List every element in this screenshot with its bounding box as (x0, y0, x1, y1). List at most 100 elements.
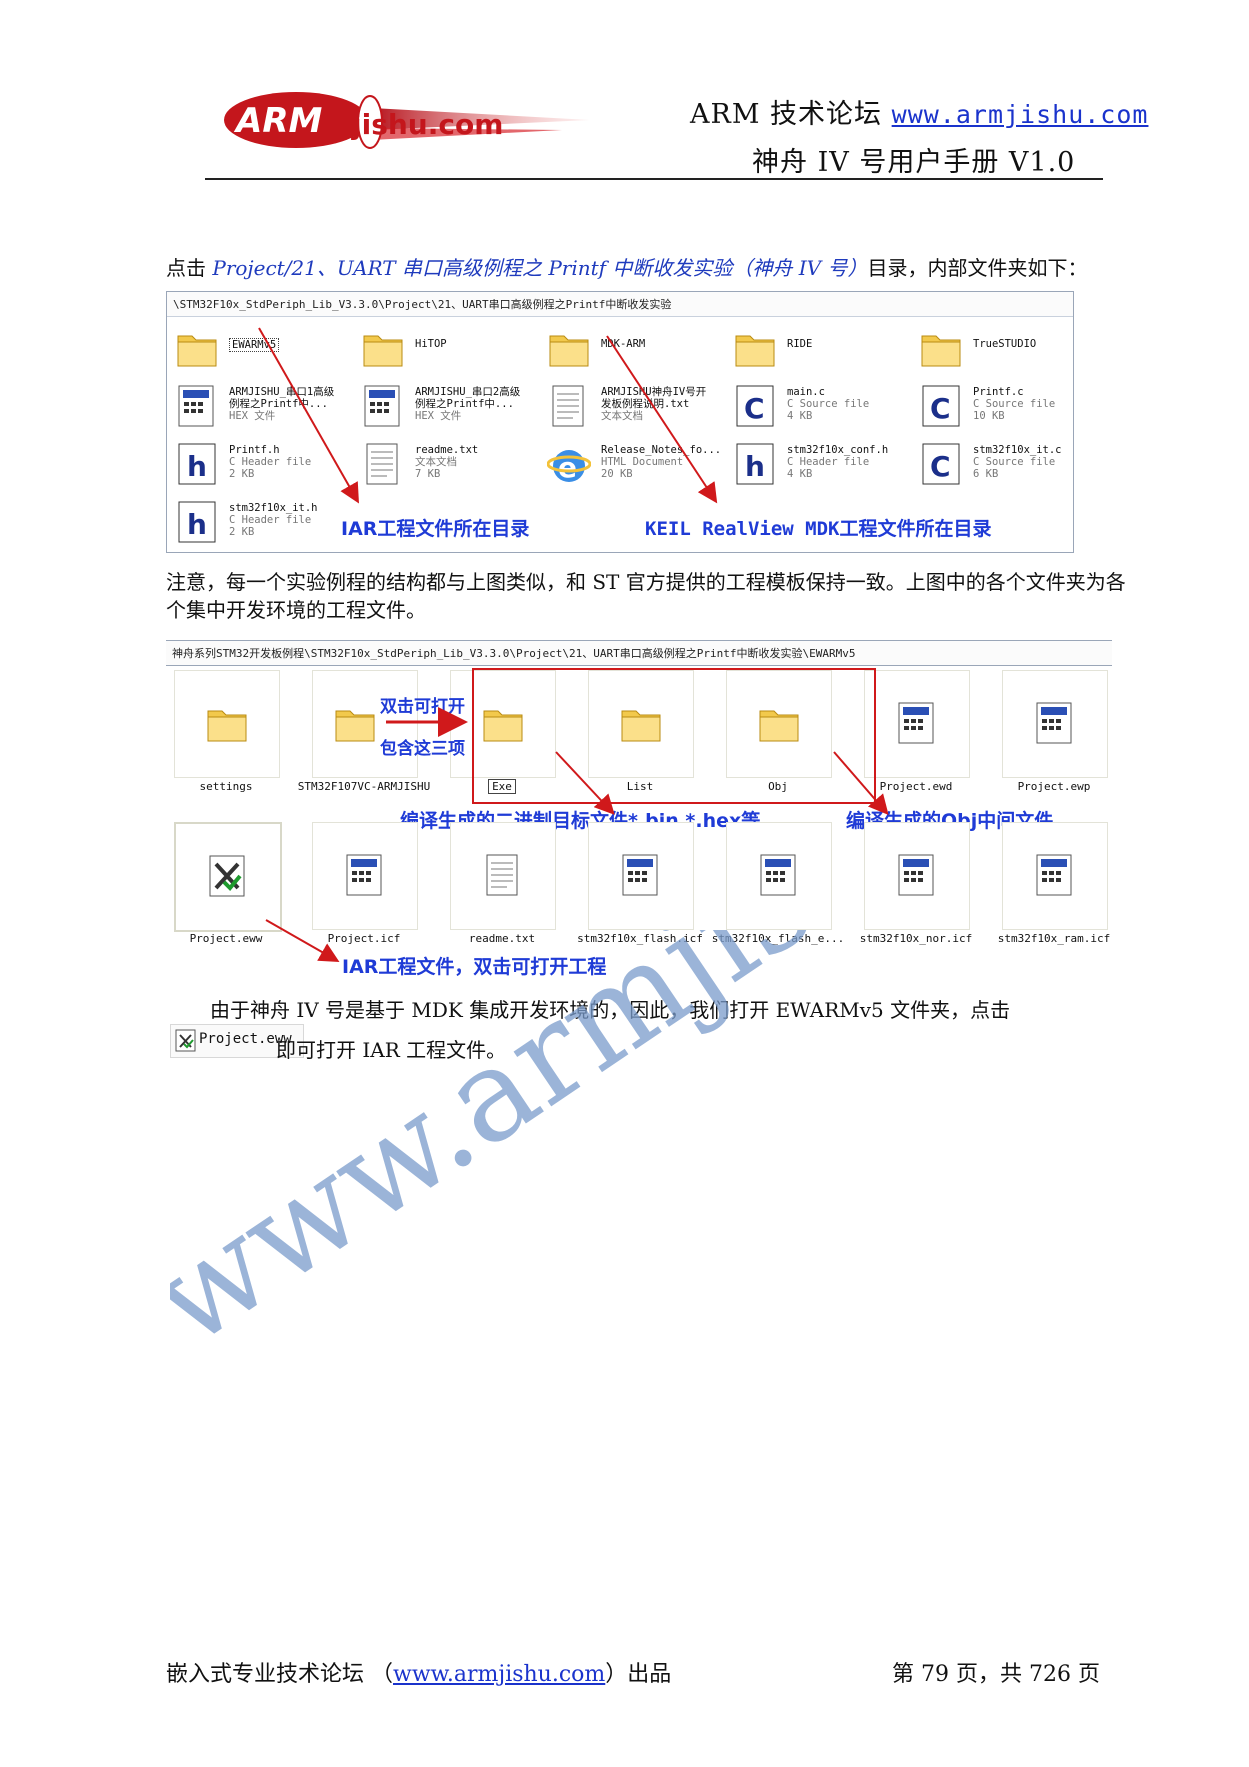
internet-explorer-icon: e (547, 450, 591, 484)
watermark-text: www.armjishu.com (170, 930, 1170, 1350)
c-header-icon: h (736, 443, 774, 485)
folder-item[interactable]: RIDE (733, 324, 913, 378)
folder-item[interactable]: TrueSTUDIO (919, 324, 1099, 378)
inline-project-file[interactable]: Project.eww (170, 1024, 304, 1058)
arrows-layer (258, 327, 718, 504)
file-tile[interactable] (726, 822, 832, 930)
tile-label: settings (199, 780, 253, 793)
tile-label: Exe (432, 779, 572, 794)
folder-tile[interactable] (312, 670, 418, 778)
footer-left-prefix: 嵌入式专业技术论坛 （ (166, 1662, 393, 1687)
icf-file-icon (760, 854, 796, 896)
text-file-icon (552, 385, 584, 427)
svg-text:ARM: ARM (233, 101, 322, 141)
folder-tile[interactable] (174, 670, 280, 778)
inline-file-label: Project.eww (199, 1031, 292, 1047)
folder-icon (177, 335, 217, 367)
watermark: www.armjishu.com (170, 930, 1170, 1350)
armjishu-logo: ARM jishu.com (222, 90, 592, 154)
icf-file-icon (898, 854, 934, 896)
arrows-layer (265, 707, 889, 962)
folder-icon (207, 710, 247, 742)
annotation-keil-dir: KEIL RealView MDK工程文件所在目录 (645, 518, 992, 540)
file-tile[interactable] (864, 670, 970, 778)
folder-tile[interactable] (588, 670, 694, 778)
tile-label: stm32f10x_ram.icf (997, 932, 1111, 945)
icf-file-icon (1036, 854, 1072, 896)
file-tile[interactable] (450, 822, 556, 930)
tile-label: readme.txt (468, 932, 536, 945)
file-tile[interactable] (1002, 822, 1108, 930)
iar-project-icon (209, 855, 245, 897)
highlight-box (472, 668, 876, 804)
file-tile[interactable] (312, 822, 418, 930)
file-tile-selected[interactable] (174, 822, 282, 932)
folder-icon (363, 335, 403, 367)
svg-text:C: C (930, 450, 951, 483)
intro-path: Project/21、UART 串口高级例程之 Printf 中断收发实验（神舟… (212, 256, 868, 280)
arrow-to-obj (833, 751, 889, 816)
svg-text:jishu.com: jishu.com (351, 108, 503, 141)
file-tile[interactable] (864, 822, 970, 930)
folder-icon (483, 710, 523, 742)
tile-label: stm32f10x_nor.icf (859, 932, 973, 945)
folder-icon (921, 335, 961, 367)
explorer-screenshot-project: \STM32F10x_StdPeriph_Lib_V3.3.0\Project\… (166, 291, 1074, 553)
file-tile[interactable] (588, 822, 694, 930)
folder-tile[interactable] (726, 670, 832, 778)
file-tile[interactable] (1002, 670, 1108, 778)
file-text: ARMJISHU_串口2高级例程之Printf中...HEX 文件 (415, 386, 521, 422)
folder-item[interactable]: EWARMv5 (175, 324, 355, 378)
tile-label: Project.ewp (1017, 780, 1091, 793)
annotation-iar-project: IAR工程文件，双击可打开工程 (342, 956, 607, 978)
header-site-link[interactable]: www.armjishu.com (891, 100, 1149, 129)
arrow-to-keil-dir (606, 335, 718, 504)
annotation-contains: 包含这三项 (380, 739, 465, 759)
file-item[interactable]: ARMJISHU_串口2高级例程之Printf中...HEX 文件 (361, 382, 541, 436)
footer-left-suffix: ）出品 (605, 1662, 672, 1687)
arrow-to-iar-project (265, 919, 340, 962)
intro-tail: 目录，内部文件夹如下： (867, 256, 1088, 280)
folder-label: EWARMv5 (229, 338, 280, 352)
c-header-icon: h (178, 501, 216, 543)
icf-file-icon (346, 854, 382, 896)
text-file-icon (486, 854, 518, 896)
c-source-icon: C (736, 385, 774, 427)
footer-link[interactable]: www.armjishu.com (393, 1662, 606, 1687)
tile-label: List (626, 780, 654, 793)
iar-project-icon (175, 1029, 196, 1052)
body-paragraph-line1: 由于神舟 IV 号是基于 MDK 集成开发环境的，因此，我们打开 EWARMv5… (210, 998, 1011, 1022)
annotation-iar-dir: IAR工程文件所在目录 (341, 518, 530, 540)
note-paragraph: 注意，每一个实验例程的结构都与上图类似，和 ST 官方提供的工程模板保持一致。上… (166, 570, 1126, 622)
arrow-to-bin (555, 751, 615, 815)
iar-workspace-file-icon (1036, 702, 1072, 744)
header-site: ARM 技术论坛 www.armjishu.com (690, 92, 1148, 131)
folder-item[interactable]: MDK-ARM (547, 324, 727, 378)
c-source-icon: C (922, 385, 960, 427)
folder-icon (759, 710, 799, 742)
folder-label: RIDE (787, 338, 813, 350)
address-bar: 神舟系列STM32开发板例程\STM32F10x_StdPeriph_Lib_V… (166, 640, 1112, 666)
folder-icon (735, 335, 775, 367)
explorer-screenshot-ewarm: 神舟系列STM32开发板例程\STM32F10x_StdPeriph_Lib_V… (166, 640, 1112, 978)
file-item[interactable]: ARMJISHU_串口1高级例程之Printf中...HEX 文件 (175, 382, 355, 436)
folder-item[interactable]: HiTOP (361, 324, 541, 378)
folder-icon (335, 710, 375, 742)
document-title: 神舟 IV 号用户手册 V1.0 (752, 147, 1076, 178)
header-divider (205, 178, 1103, 180)
hex-file-icon (178, 385, 214, 427)
